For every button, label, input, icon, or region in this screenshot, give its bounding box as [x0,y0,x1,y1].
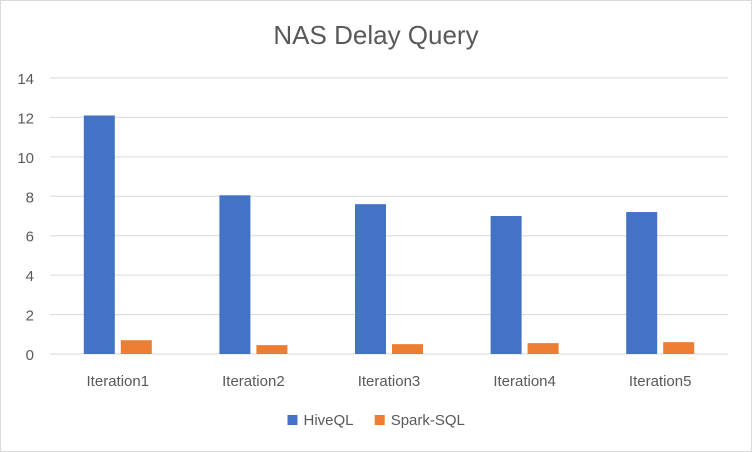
x-tick-label: Iteration5 [629,373,692,390]
legend-label: Spark-SQL [391,412,465,429]
bar-hiveql [83,115,115,354]
bar-spark-sql [663,342,695,354]
x-tick-label: Iteration3 [358,373,421,390]
chart-title: NAS Delay Query [273,20,479,50]
bar-spark-sql [392,344,423,354]
y-tick-label: 12 [17,110,34,127]
x-tick-label: Iteration1 [87,373,150,390]
x-axis-ticks: Iteration1 Iteration2 Iteration3 Iteration4… [87,373,692,390]
bar-hiveql [490,216,522,354]
legend-swatch [287,415,298,425]
y-tick-label: 4 [26,268,34,285]
bar-hiveql [626,212,658,354]
bars [83,115,695,354]
x-tick-label: Iteration2 [222,373,285,390]
gridlines [50,77,728,355]
bar-spark-sql [256,345,288,354]
legend: HiveQL Spark-SQL [287,412,465,429]
y-tick-label: 0 [26,347,34,364]
y-tick-label: 8 [26,189,34,206]
y-tick-label: 14 [17,71,34,88]
bar-hiveql [355,204,386,354]
y-tick-label: 2 [26,308,34,325]
bar-spark-sql [120,340,152,354]
bar-spark-sql [527,343,559,354]
y-tick-label: 6 [26,229,34,246]
legend-swatch [374,415,385,425]
legend-label: HiveQL [304,412,354,429]
bar-hiveql [219,195,251,354]
y-tick-label: 10 [17,150,34,167]
y-axis-ticks: 0 2 4 6 8 10 12 14 [17,71,34,364]
x-tick-label: Iteration4 [493,373,556,390]
